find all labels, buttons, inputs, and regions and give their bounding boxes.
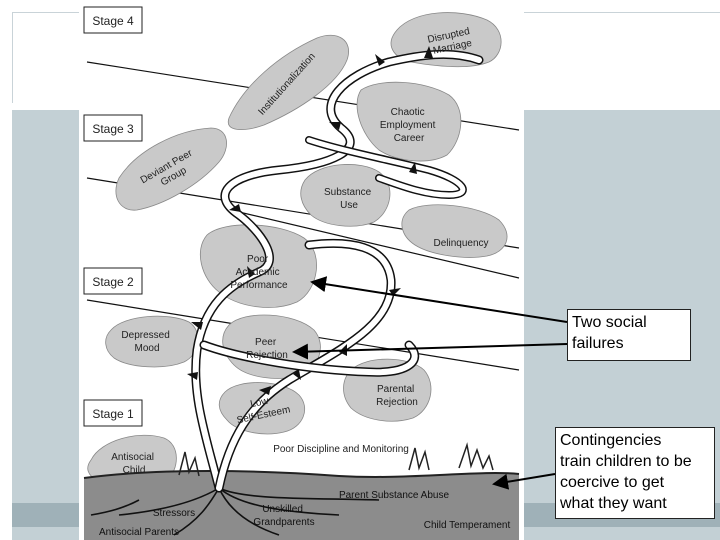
stage-labels: Stage 4 Stage 3 Stage 2 Stage 1	[83, 6, 143, 427]
label-child-temperament: Child Temperament	[424, 520, 511, 531]
arrow-to-peer-rejection	[292, 343, 568, 360]
leaf-deviant-peer	[115, 127, 227, 211]
callout-contingencies-line-1: Contingencies	[560, 432, 662, 449]
callout-social-failures-line-1: Two social	[572, 314, 647, 331]
label-antisocial-parents: Antisocial Parents	[99, 527, 179, 538]
callout-contingencies: Contingencies train children to be coerc…	[555, 427, 715, 519]
callout-contingencies-line-2: train children to be	[560, 453, 692, 470]
callout-social-failures-line-2: failures	[572, 335, 624, 352]
label-delinquency: Delinquency	[433, 238, 488, 249]
root-labels: Parent Substance Abuse Stressors Unskill…	[99, 490, 511, 538]
thorns	[187, 46, 433, 395]
leaf-substance-use	[300, 164, 391, 227]
stage-3-label: Stage 3	[92, 122, 134, 136]
leaf-delinquency	[401, 204, 508, 258]
label-peer-rejection: Peer Rejection	[246, 337, 288, 361]
callout-social-failures: Two social failures	[567, 309, 691, 361]
label-poor-academic: Poor Academic Performance	[230, 254, 288, 291]
coercion-tree-figure: Stage 4 Stage 3 Stage 2 Stage 1	[79, 0, 524, 540]
roots	[90, 487, 380, 536]
vine	[191, 49, 484, 493]
stage-1-label: Stage 1	[92, 407, 134, 421]
leaf-chaotic-employment	[356, 81, 462, 162]
label-parent-substance-abuse: Parent Substance Abuse	[339, 490, 450, 501]
callout-contingencies-line-3: coercive to get	[560, 474, 665, 491]
arrow-to-poor-academic	[310, 276, 568, 323]
label-antisocial-child: Antisocial Child	[111, 452, 157, 476]
label-chaotic-employment: Chaotic Employment Career	[380, 107, 438, 144]
label-stressors: Stressors	[153, 508, 195, 519]
label-parental-rejection: Parental Rejection	[376, 384, 418, 408]
leaf-institutionalization	[227, 34, 349, 130]
label-poor-discipline: Poor Discipline and Monitoring	[273, 444, 409, 455]
label-depressed-mood: Depressed Mood	[121, 330, 172, 354]
arrow-to-parent-substance-abuse	[492, 473, 556, 490]
callout-contingencies-line-4: what they want	[560, 495, 667, 512]
ground	[83, 442, 520, 540]
leaf-depressed-mood	[105, 315, 199, 368]
label-unskilled-grandparents: Unskilled Grandparents	[253, 504, 314, 528]
stage-4-label: Stage 4	[92, 14, 134, 28]
label-substance-use: Substance Use	[324, 187, 374, 211]
stage-2-label: Stage 2	[92, 275, 134, 289]
